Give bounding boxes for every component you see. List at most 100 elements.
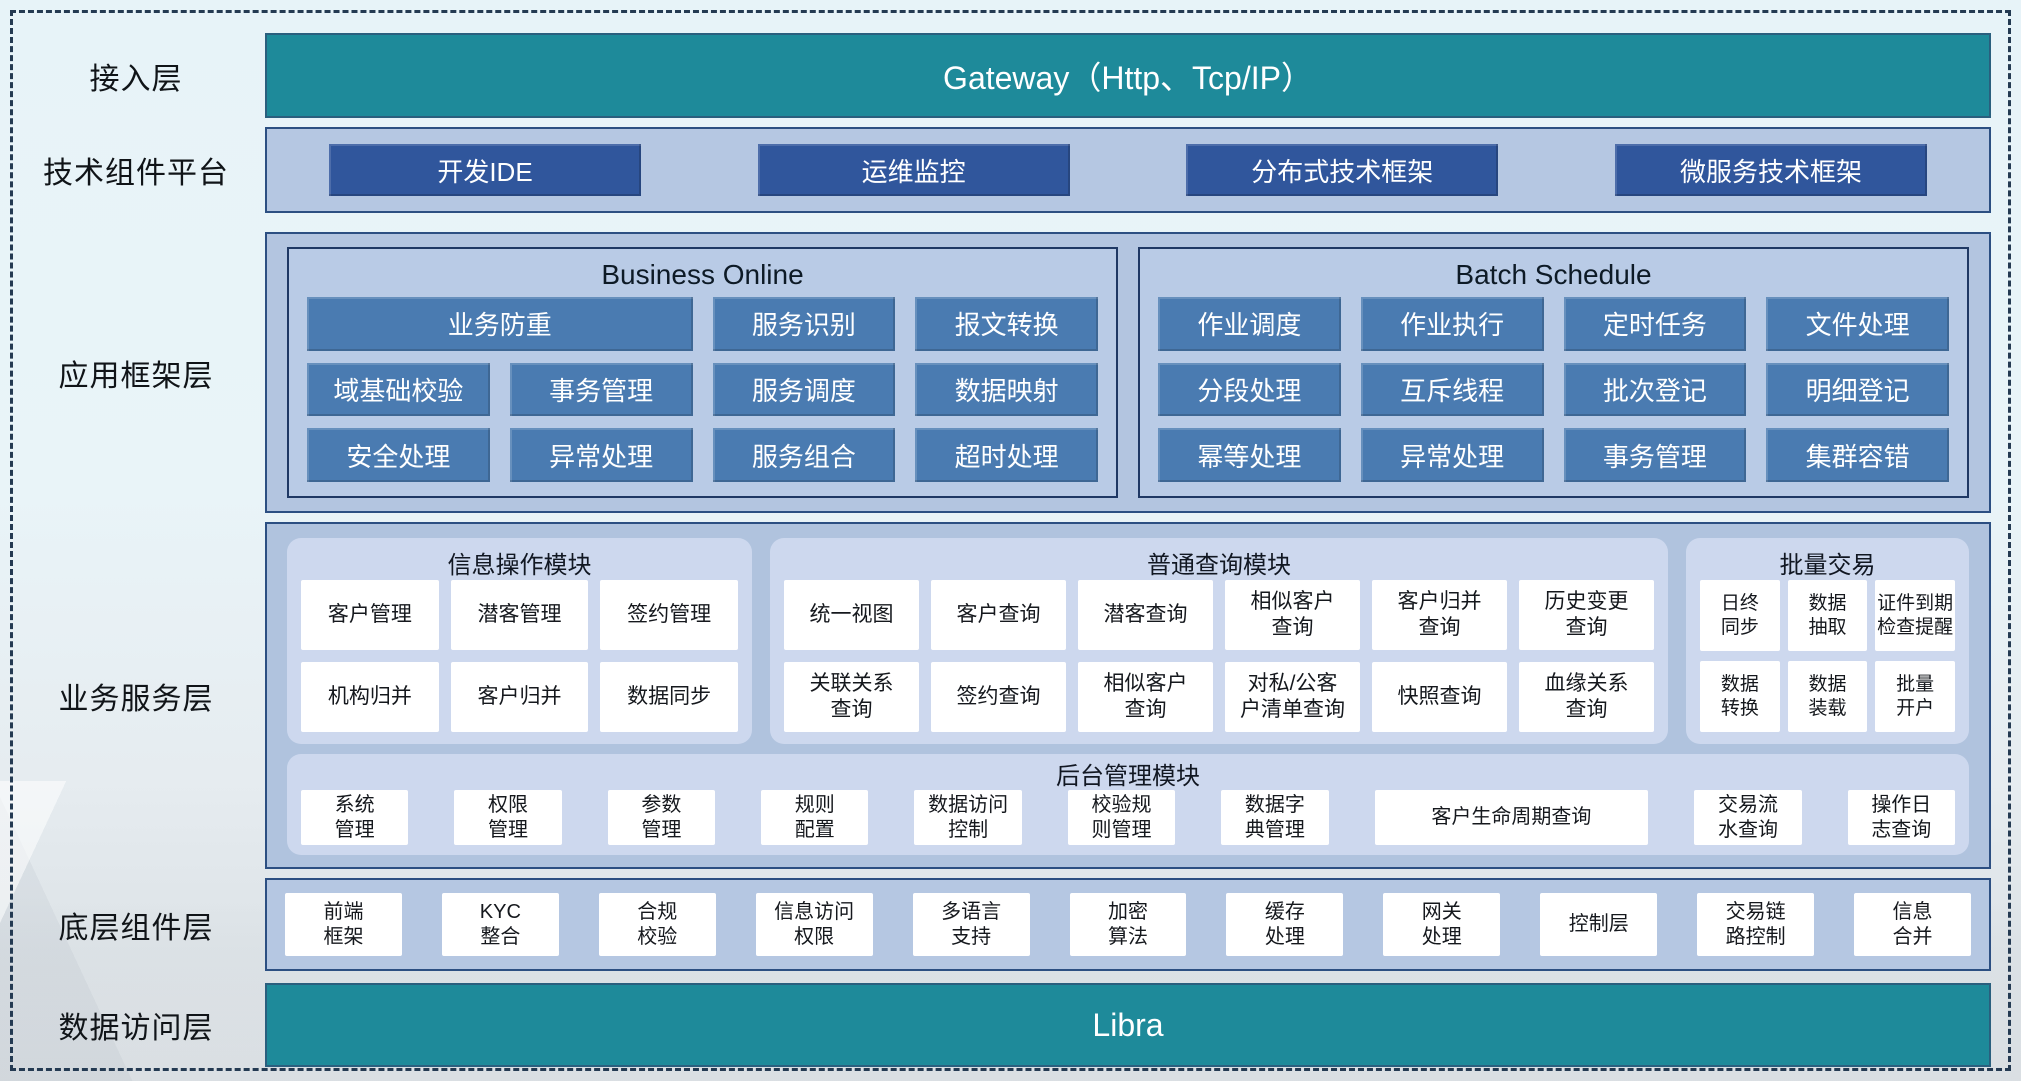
framework-item: 超时处理 [915,428,1098,482]
service-item: 机构归并 [301,662,439,732]
batch-trade-grid: 日终 同步 数据 抽取 证件到期 检查提醒 数据 转换 数据 装载 批量 开户 [1700,580,1955,732]
layer-label-tech: 技术组件平台 [43,157,229,190]
component-item: 信息访问 权限 [755,893,873,956]
service-item: 数据 转换 [1700,661,1780,732]
layer-label-services: 业务服务层 [58,682,214,716]
framework-item: 服务识别 [712,297,896,351]
layer-label-data: 数据访问层 [58,1012,214,1045]
service-item: 客户归并 查询 [1372,580,1507,650]
module-title: 普通查询模块 [1147,551,1291,579]
component-item: 交易链 路控制 [1697,893,1815,956]
service-item: 血缘关系 查询 [1519,662,1654,732]
framework-item: 数据映射 [915,362,1098,417]
component-item: 信息 合并 [1854,893,1971,956]
admin-item: 规则 配置 [761,790,869,845]
framework-item: 服务组合 [712,428,896,482]
tech-item: 分布式技术框架 [1186,144,1499,196]
service-item: 数据 装载 [1787,661,1868,732]
service-item: 客户归并 [450,662,589,732]
layer-label-framework: 应用框架层 [58,359,214,393]
service-item: 历史变更 查询 [1519,580,1654,650]
module-title: 批量交易 [1779,551,1876,579]
admin-item: 操作日 志查询 [1847,790,1955,845]
service-item: 签约查询 [931,662,1066,732]
tech-item: 运维监控 [757,144,1070,196]
component-item: KYC 整合 [441,893,559,956]
service-item: 快照查询 [1372,662,1507,732]
service-item: 证件到期 检查提醒 [1875,580,1955,651]
admin-item: 交易流 水查询 [1694,790,1802,845]
service-item: 相似客户 查询 [1078,662,1213,732]
gateway-bar-label: Gateway（Http、Tcp/IP） [943,59,1313,96]
framework-item: 业务防重 [307,297,693,351]
framework-item: 分段处理 [1158,362,1341,417]
query-module-grid: 统一视图 客户查询 潜客查询 相似客户 查询 客户归并 查询 历史变更 查询 关… [784,580,1654,732]
business-online-group: Business Online 业务防重 服务识别 报文转换 域基础校验 事务管… [287,247,1118,498]
framework-item: 域基础校验 [307,362,490,417]
tech-platform-container: 开发IDE 运维监控 分布式技术框架 微服务技术框架 [265,127,1991,213]
framework-container: Business Online 业务防重 服务识别 报文转换 域基础校验 事务管… [265,232,1991,513]
service-item: 数据同步 [600,662,738,732]
admin-item: 数据字 典管理 [1221,790,1329,845]
service-item: 日终 同步 [1700,580,1780,651]
service-item: 数据 抽取 [1787,580,1868,651]
framework-item: 集群容错 [1766,428,1949,482]
admin-item: 客户生命周期查询 [1374,790,1649,845]
group-title: Business Online [601,259,804,290]
service-item: 潜客管理 [450,580,589,650]
batch-trade-module: 批量交易 日终 同步 数据 抽取 证件到期 检查提醒 数据 转换 数据 装载 批… [1686,538,1969,744]
admin-item: 校验规 则管理 [1067,790,1176,845]
service-item: 关联关系 查询 [784,662,919,732]
framework-item: 事务管理 [1563,428,1747,482]
info-module-grid: 客户管理 潜客管理 签约管理 机构归并 客户归并 数据同步 [301,580,738,732]
module-title: 后台管理模块 [1056,762,1200,790]
components-container: 前端 框架 KYC 整合 合规 校验 信息访问 权限 多语言 支持 加密 算法 … [265,878,1991,971]
component-item: 多语言 支持 [912,893,1030,956]
framework-item: 异常处理 [1360,428,1544,482]
service-item: 批量 开户 [1875,661,1955,732]
module-title: 信息操作模块 [447,551,592,579]
framework-item: 安全处理 [307,428,490,482]
layer-label-access: 接入层 [89,62,183,96]
services-container: 信息操作模块 客户管理 潜客管理 签约管理 机构归并 客户归并 数据同步 普通查… [265,522,1991,869]
framework-item: 文件处理 [1766,297,1949,351]
gateway-bar: Gateway（Http、Tcp/IP） [265,33,1991,118]
framework-item: 服务调度 [712,362,896,417]
service-item: 对私/公客 户清单查询 [1225,662,1360,732]
tech-item: 开发IDE [329,144,641,196]
component-item: 网关 处理 [1383,893,1501,956]
admin-item: 权限 管理 [454,790,562,845]
component-item: 加密 算法 [1069,893,1187,956]
service-item: 客户查询 [931,580,1066,650]
component-item: 缓存 处理 [1226,893,1344,956]
framework-item: 作业调度 [1158,297,1341,351]
framework-item: 互斥线程 [1360,362,1544,417]
services-modules: 信息操作模块 客户管理 潜客管理 签约管理 机构归并 客户归并 数据同步 普通查… [287,538,1969,744]
service-item: 统一视图 [784,580,919,650]
framework-item: 明细登记 [1766,362,1949,417]
admin-item: 数据访问 控制 [914,790,1022,845]
libra-bar: Libra [265,983,1991,1067]
business-online-grid: 业务防重 服务识别 报文转换 域基础校验 事务管理 服务调度 数据映射 安全处理… [307,297,1098,482]
admin-module: 后台管理模块 系统 管理 权限 管理 参数 管理 规则 配置 数据访问 控制 校… [287,754,1969,855]
batch-schedule-grid: 作业调度 作业执行 定时任务 文件处理 分段处理 互斥线程 批次登记 明细登记 … [1158,297,1949,482]
service-item: 客户管理 [301,580,439,650]
libra-bar-label: Libra [1092,1006,1164,1043]
batch-schedule-group: Batch Schedule 作业调度 作业执行 定时任务 文件处理 分段处理 … [1138,247,1969,498]
info-module: 信息操作模块 客户管理 潜客管理 签约管理 机构归并 客户归并 数据同步 [287,538,752,744]
service-item: 潜客查询 [1078,580,1213,650]
service-item: 相似客户 查询 [1225,580,1360,650]
framework-item: 异常处理 [509,428,693,482]
component-item: 合规 校验 [598,893,716,956]
admin-item: 参数 管理 [607,790,716,845]
tech-item: 微服务技术框架 [1614,144,1927,196]
framework-item: 定时任务 [1563,297,1747,351]
framework-item: 幂等处理 [1158,428,1341,482]
component-item: 前端 框架 [285,893,402,956]
framework-item: 作业执行 [1360,297,1544,351]
component-item: 控制层 [1540,893,1658,956]
admin-module-items: 系统 管理 权限 管理 参数 管理 规则 配置 数据访问 控制 校验规 则管理 … [301,790,1955,845]
query-module: 普通查询模块 统一视图 客户查询 潜客查询 相似客户 查询 客户归并 查询 历史… [770,538,1668,744]
framework-item: 批次登记 [1563,362,1747,417]
